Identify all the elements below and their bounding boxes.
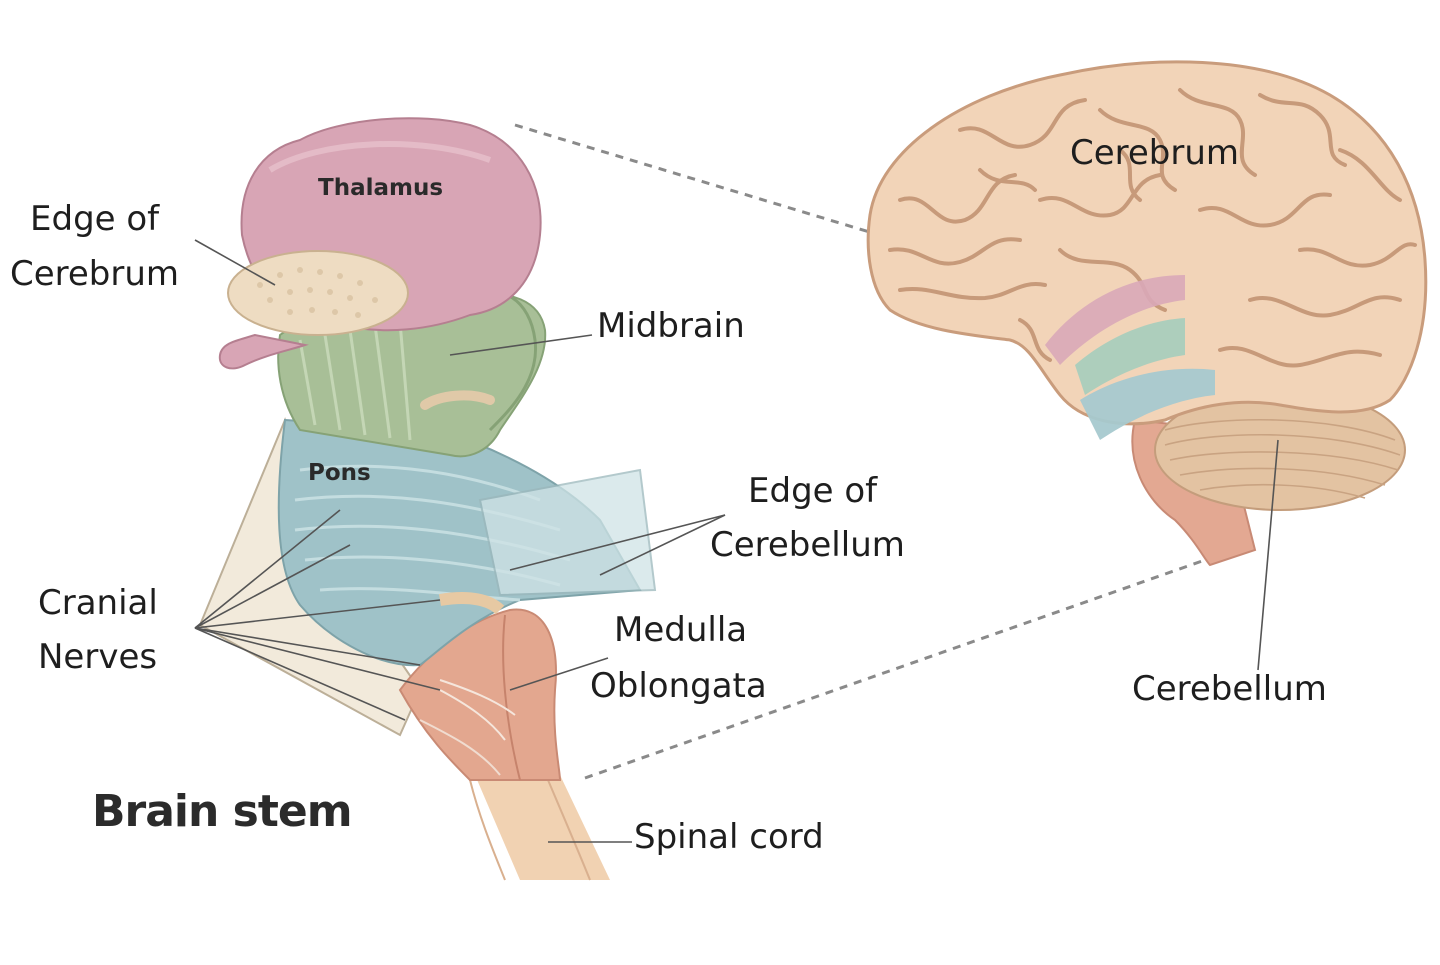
edge-of-cerebellum-sheet (478, 468, 657, 597)
small-pons-highlight (1080, 368, 1215, 440)
leader-lines (194, 239, 1279, 843)
label-cranial-nerves-line2: Nerves (38, 637, 157, 677)
label-cerebrum: Cerebrum (1070, 133, 1239, 173)
whole-brain-illustration (866, 60, 1428, 567)
edge-of-cerebrum-shape (227, 250, 409, 336)
label-edge-of-cerebrum-line1: Edge of (30, 199, 160, 239)
label-edge-of-cerebrum-line2: Cerebrum (10, 254, 179, 294)
cerebrum-shape (866, 60, 1428, 426)
small-midbrain-highlight (1075, 318, 1185, 395)
brain-stem-illustration (198, 117, 657, 881)
label-edge-of-cerebellum-line2: Cerebellum (710, 525, 905, 565)
label-medulla-line1: Medulla (614, 610, 747, 650)
pons-shape (277, 418, 642, 667)
label-pons: Pons (308, 460, 371, 486)
label-thalamus: Thalamus (318, 175, 443, 201)
label-spinal-cord: Spinal cord (634, 817, 824, 857)
spinal-cord-shape (475, 775, 610, 880)
connector-lower-dashed (584, 558, 1206, 780)
small-thalamus-highlight (1045, 275, 1185, 365)
label-cranial-nerves-line1: Cranial (38, 583, 158, 623)
label-midbrain: Midbrain (597, 306, 745, 346)
label-medulla-line2: Oblongata (590, 666, 767, 706)
diagram-title: Brain stem (92, 786, 352, 837)
label-cerebellum: Cerebellum (1132, 669, 1327, 709)
label-edge-of-cerebellum-line1: Edge of (748, 471, 878, 511)
